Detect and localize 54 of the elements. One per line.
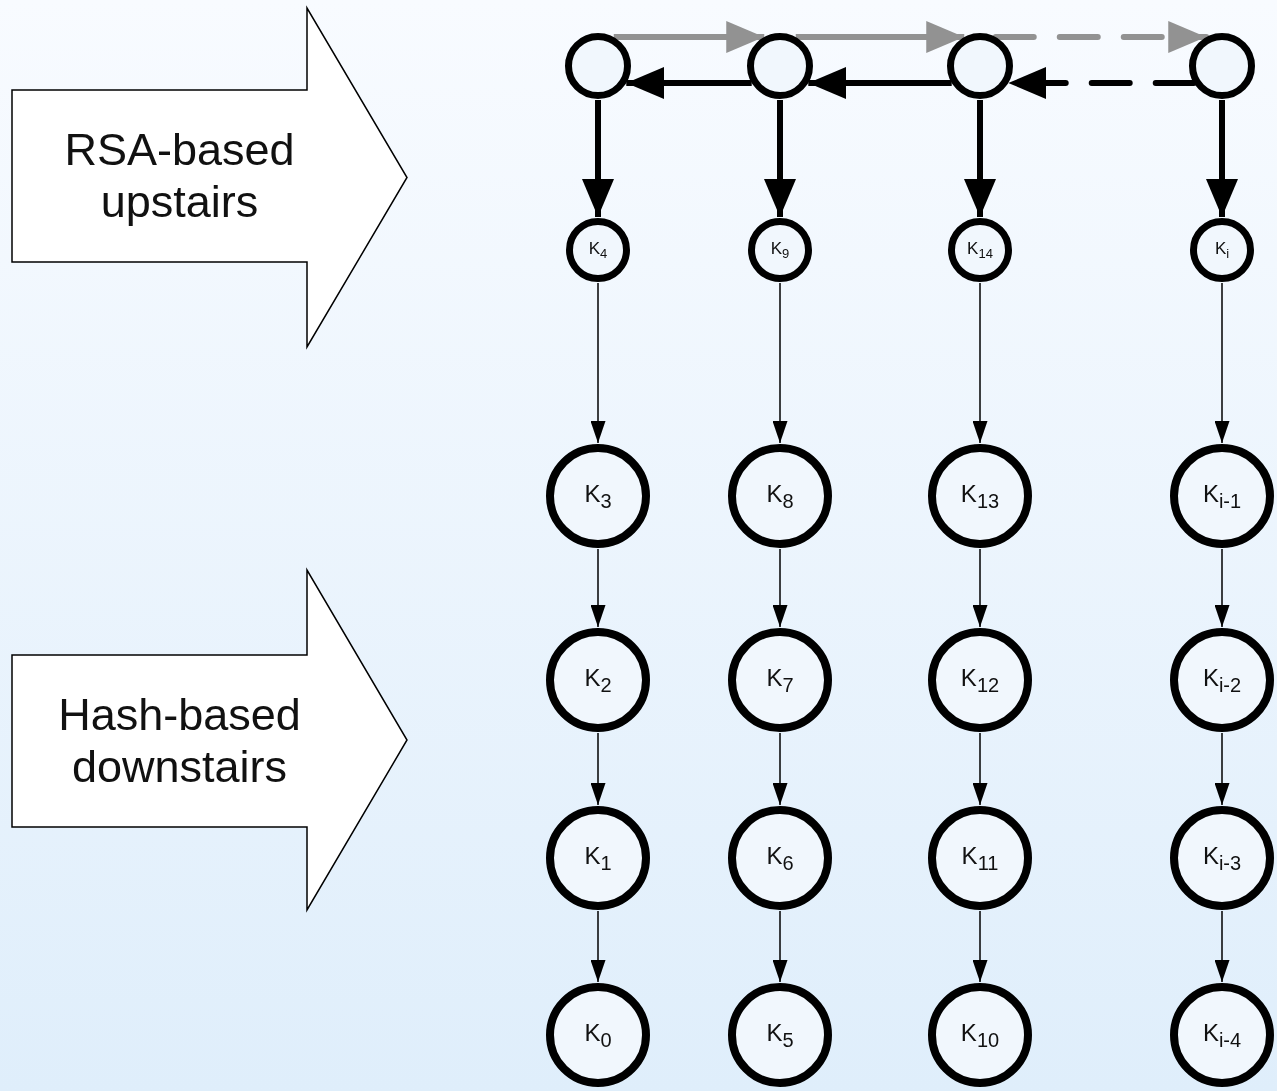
arrow — [772, 282, 788, 444]
arrow — [582, 100, 614, 217]
arrow — [1214, 910, 1230, 983]
arrow — [1214, 548, 1230, 628]
arrow — [590, 548, 606, 628]
arrow — [772, 548, 788, 628]
key-label: K$_{14}$ — [967, 239, 993, 261]
arrow — [590, 732, 606, 806]
key-label: K$_{12}$ — [960, 665, 1000, 695]
key-label: K$_{i}$ — [1214, 239, 1230, 261]
arrow — [964, 100, 996, 217]
arrow — [1214, 732, 1230, 806]
key-label: K$_{4}$ — [588, 239, 608, 261]
arrow-label: RSA-based upstairs — [63, 123, 296, 229]
key-label: K$_{2}$ — [584, 665, 612, 695]
arrow — [590, 282, 606, 444]
empty-circle — [947, 33, 1013, 99]
key-label: K$_{9}$ — [770, 239, 790, 261]
arrow — [972, 732, 988, 806]
key-label: K$_{10}$ — [960, 1020, 1000, 1050]
arrow — [764, 100, 796, 217]
key-node — [566, 218, 630, 282]
key-label: K$_{i-4}$ — [1202, 1020, 1242, 1050]
key-label: K$_{i-1}$ — [1202, 481, 1242, 511]
arrow — [1206, 100, 1238, 217]
arrow — [972, 910, 988, 983]
key-label: K$_{7}$ — [766, 665, 794, 695]
key-label: K$_{i-3}$ — [1202, 843, 1242, 873]
block-arrow — [11, 567, 408, 913]
block-arrow — [11, 5, 408, 350]
arrow — [972, 548, 988, 628]
arrow — [626, 67, 752, 99]
key-node — [1190, 218, 1254, 282]
key-label: K$_{6}$ — [766, 843, 794, 873]
key-node — [748, 218, 812, 282]
key-label: K$_{8}$ — [766, 481, 794, 511]
key-label: K$_{3}$ — [584, 481, 612, 511]
arrow — [590, 910, 606, 983]
arrow — [772, 910, 788, 983]
key-label: K$_{5}$ — [766, 1020, 794, 1050]
arrow-label: Hash-based downstairs — [57, 688, 302, 794]
key-label: K$_{11}$ — [961, 843, 999, 873]
arrow — [972, 282, 988, 444]
arrow — [795, 21, 965, 53]
key-node — [948, 218, 1012, 282]
key-label: K$_{13}$ — [960, 481, 1000, 511]
key-label: K$_{i-2}$ — [1202, 665, 1242, 695]
key-label: K$_{0}$ — [584, 1020, 612, 1050]
arrow — [1214, 282, 1230, 444]
arrow — [613, 21, 765, 53]
arrow — [992, 21, 1210, 53]
arrow — [772, 732, 788, 806]
arrow — [808, 67, 952, 99]
key-label: K$_{1}$ — [584, 843, 612, 873]
